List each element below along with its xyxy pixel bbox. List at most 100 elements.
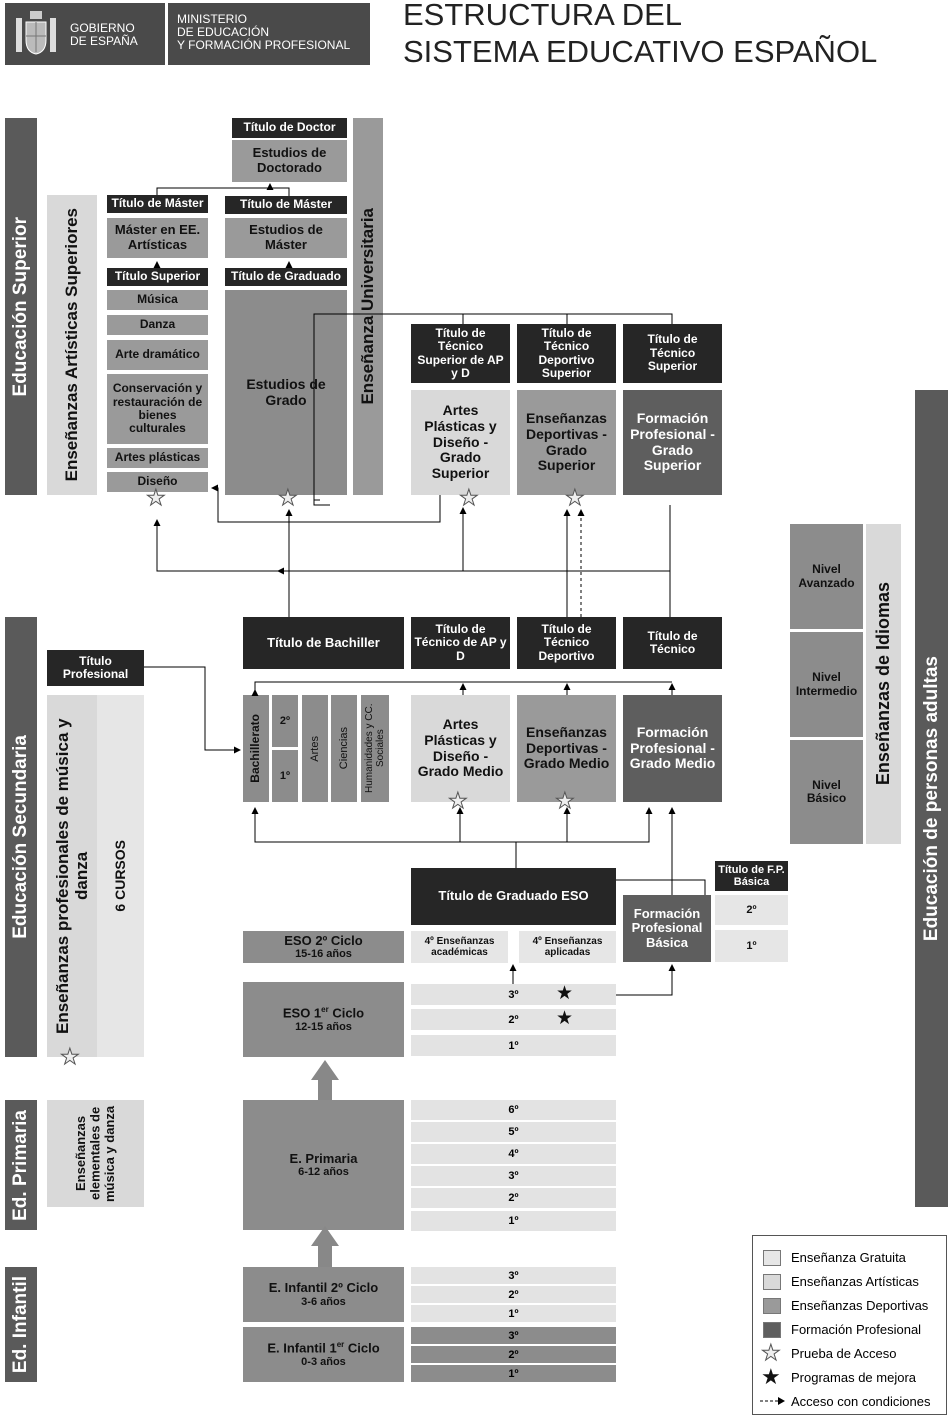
legend-label-artisticas: Enseñanzas Artísticas bbox=[791, 1274, 919, 1289]
e-infantil-1-b: Ciclo bbox=[344, 1340, 380, 1356]
fp-basica-2: 2º bbox=[715, 895, 788, 925]
legend-label-fp: Formación Profesional bbox=[791, 1322, 922, 1337]
prueba-acceso-star-icon: ★ bbox=[146, 485, 167, 510]
titulo-tecnico-deportivo-superior: Título de Técnico Deportivo Superior bbox=[517, 324, 616, 383]
level-ed-infantil: Ed. Infantil bbox=[5, 1267, 37, 1382]
ap-diseno-grado-superior: Artes Plásticas y Diseño - Grado Superio… bbox=[411, 390, 510, 495]
artes-plasticas-sup: Artes plásticas bbox=[107, 448, 208, 468]
estudios-grado: Estudios de Grado bbox=[225, 290, 347, 495]
page-title: ESTRUCTURA DEL SISTEMA EDUCATIVO ESPAÑOL bbox=[403, 0, 877, 70]
legend-label-mejora: Programas de mejora bbox=[791, 1370, 916, 1385]
level-ed-primaria: Ed. Primaria bbox=[5, 1100, 37, 1230]
level-educacion-adultos: Educación de personas adultas bbox=[915, 390, 948, 1207]
eso-curso-1: 1º bbox=[411, 1035, 616, 1056]
infantil2-curso-1: 1º bbox=[411, 1305, 616, 1322]
e-infantil-2-label: E. Infantil 2º Ciclo bbox=[268, 1280, 379, 1296]
legend-label-gratuita: Enseñanza Gratuita bbox=[791, 1250, 906, 1265]
titulo-doctor: Título de Doctor bbox=[232, 118, 347, 138]
ensenanzas-idiomas: Enseñanzas de Idiomas bbox=[866, 524, 901, 844]
titulo-graduado: Título de Graduado bbox=[225, 268, 347, 286]
titulo-master: Título de Máster bbox=[225, 196, 347, 214]
e-infantil-1-ciclo: E. Infantil 1er Ciclo 0-3 años bbox=[243, 1327, 404, 1382]
gov-label-line2: DE ESPAÑA bbox=[70, 34, 138, 48]
prueba-acceso-star-icon: ★ bbox=[565, 485, 586, 510]
legend-swatch-deportivas bbox=[763, 1298, 781, 1314]
legend-label-acceso-condiciones: Acceso con condiciones bbox=[791, 1394, 931, 1409]
ap-diseno-grado-medio: Artes Plásticas y Diseño - Grado Medio bbox=[411, 695, 510, 802]
legend-swatch-gratuita bbox=[763, 1250, 781, 1266]
titulo-superior: Título Superior bbox=[107, 268, 208, 286]
primaria-curso-4: 4º bbox=[411, 1144, 616, 1164]
legend: Enseñanza Gratuita Enseñanzas Artísticas… bbox=[752, 1235, 947, 1415]
prueba-acceso-star-icon: ★ bbox=[555, 788, 576, 813]
estudios-doctorado: Estudios de Doctorado bbox=[232, 140, 347, 182]
titulo-graduado-eso: Título de Graduado ESO bbox=[411, 868, 616, 925]
level-educacion-superior: Educación Superior bbox=[5, 118, 37, 495]
estudios-master: Estudios de Máster bbox=[225, 218, 347, 258]
prueba-acceso-star-icon: ★ bbox=[448, 788, 469, 813]
coat-of-arms-icon bbox=[12, 8, 60, 60]
eso-1-ciclo-sup: er bbox=[321, 1004, 329, 1014]
prueba-acceso-star-icon: ★ bbox=[278, 485, 299, 510]
star-outline-icon: ★ bbox=[761, 1340, 782, 1365]
eso-1-ciclo-label: ESO 1er Ciclo bbox=[282, 1004, 364, 1021]
e-primaria-label: E. Primaria bbox=[289, 1150, 358, 1166]
eso-2-ciclo-ages: 15-16 años bbox=[295, 948, 352, 961]
titulo-tecnico: Título de Técnico bbox=[623, 617, 722, 669]
ensenanzas-profesionales-musica-danza: Enseñanzas profesionales de música y dan… bbox=[47, 695, 97, 1057]
titulo-tecnico-superior: Título de Técnico Superior bbox=[623, 324, 722, 383]
modalidad-ciencias: Ciencias bbox=[331, 695, 357, 802]
titulo-master-artisticas: Título de Máster bbox=[107, 195, 208, 213]
bachillerato-1: 1º bbox=[272, 750, 298, 802]
deportivas-grado-superior: Enseñanzas Deportivas - Grado Superior bbox=[517, 390, 616, 495]
deportivas-grado-medio: Enseñanzas Deportivas - Grado Medio bbox=[517, 695, 616, 802]
seis-cursos: 6 CURSOS bbox=[97, 695, 144, 1057]
ensenanza-universitaria: Enseñanza Universitaria bbox=[353, 118, 383, 495]
programa-mejora-star-icon: ★ bbox=[556, 983, 574, 1004]
fp-basica: Formación Profesional Básica bbox=[623, 895, 711, 962]
infantil1-curso-2: 2º bbox=[411, 1346, 616, 1363]
level-educacion-secundaria: Educación Secundaria bbox=[5, 617, 37, 1057]
eso-2-ciclo: ESO 2º Ciclo 15-16 años bbox=[243, 931, 404, 963]
eso-1-ciclo: ESO 1er Ciclo 12-15 años bbox=[243, 982, 404, 1057]
ministry-block: MINISTERIO DE EDUCACIÓN Y FORMACIÓN PROF… bbox=[168, 3, 370, 65]
legend-swatch-artisticas bbox=[763, 1274, 781, 1290]
primaria-curso-3: 3º bbox=[411, 1166, 616, 1186]
modalidad-artes: Artes bbox=[302, 695, 328, 802]
legend-label-deportivas: Enseñanzas Deportivas bbox=[791, 1298, 929, 1313]
danza: Danza bbox=[107, 315, 208, 335]
eso-curso-3: 3º bbox=[411, 984, 616, 1005]
e-primaria-ages: 6-12 años bbox=[298, 1166, 349, 1179]
idiomas-nivel-avanzado: Nivel Avanzado bbox=[790, 524, 863, 629]
bachillerato: Bachillerato bbox=[243, 695, 269, 802]
infantil1-curso-3: 3º bbox=[411, 1327, 616, 1344]
titulo-profesional: Título Profesional bbox=[47, 650, 144, 686]
page-title-line2: SISTEMA EDUCATIVO ESPAÑOL bbox=[403, 34, 878, 69]
eso-4-academicas: 4º Enseñanzas académicas bbox=[411, 931, 508, 963]
titulo-tecnico-superior-apyd: Título de Técnico Superior de AP y D bbox=[411, 324, 510, 383]
eso-1-ciclo-a: ESO 1 bbox=[282, 1005, 322, 1021]
e-infantil-2-ciclo: E. Infantil 2º Ciclo 3-6 años bbox=[243, 1267, 404, 1322]
gov-label-line1: GOBIERNO bbox=[70, 21, 135, 35]
idiomas-nivel-basico: Nivel Básico bbox=[790, 740, 863, 844]
titulo-tecnico-apyd: Título de Técnico de AP y D bbox=[411, 617, 510, 669]
bachillerato-2: 2º bbox=[272, 695, 298, 747]
e-infantil-1-sup: er bbox=[336, 1339, 345, 1349]
star-filled-icon: ★ bbox=[761, 1364, 781, 1389]
eso-curso-2: 2º bbox=[411, 1009, 616, 1030]
legend-label-prueba: Prueba de Acceso bbox=[791, 1346, 897, 1361]
e-primaria: E. Primaria 6-12 años bbox=[243, 1100, 404, 1230]
ensenanzas-elementales-musica: Enseñanzas elementales de música y danza bbox=[47, 1100, 144, 1207]
titulo-tecnico-deportivo: Título de Técnico Deportivo bbox=[517, 617, 616, 669]
legend-swatch-fp bbox=[763, 1322, 781, 1338]
e-infantil-1-ages: 0-3 años bbox=[301, 1355, 346, 1368]
ensenanzas-artisticas-superiores: Enseñanzas Artísticas Superiores bbox=[47, 195, 97, 495]
modalidad-humanidades: Humanidades y CC. Sociales bbox=[361, 695, 389, 802]
fp-basica-1: 1º bbox=[715, 930, 788, 962]
arte-dramatico: Arte dramático bbox=[107, 340, 208, 370]
primaria-curso-5: 5º bbox=[411, 1122, 616, 1142]
programa-mejora-star-icon: ★ bbox=[556, 1008, 574, 1029]
ministry-line2: DE EDUCACIÓN bbox=[177, 25, 270, 39]
gov-label: GOBIERNO DE ESPAÑA bbox=[70, 22, 138, 48]
